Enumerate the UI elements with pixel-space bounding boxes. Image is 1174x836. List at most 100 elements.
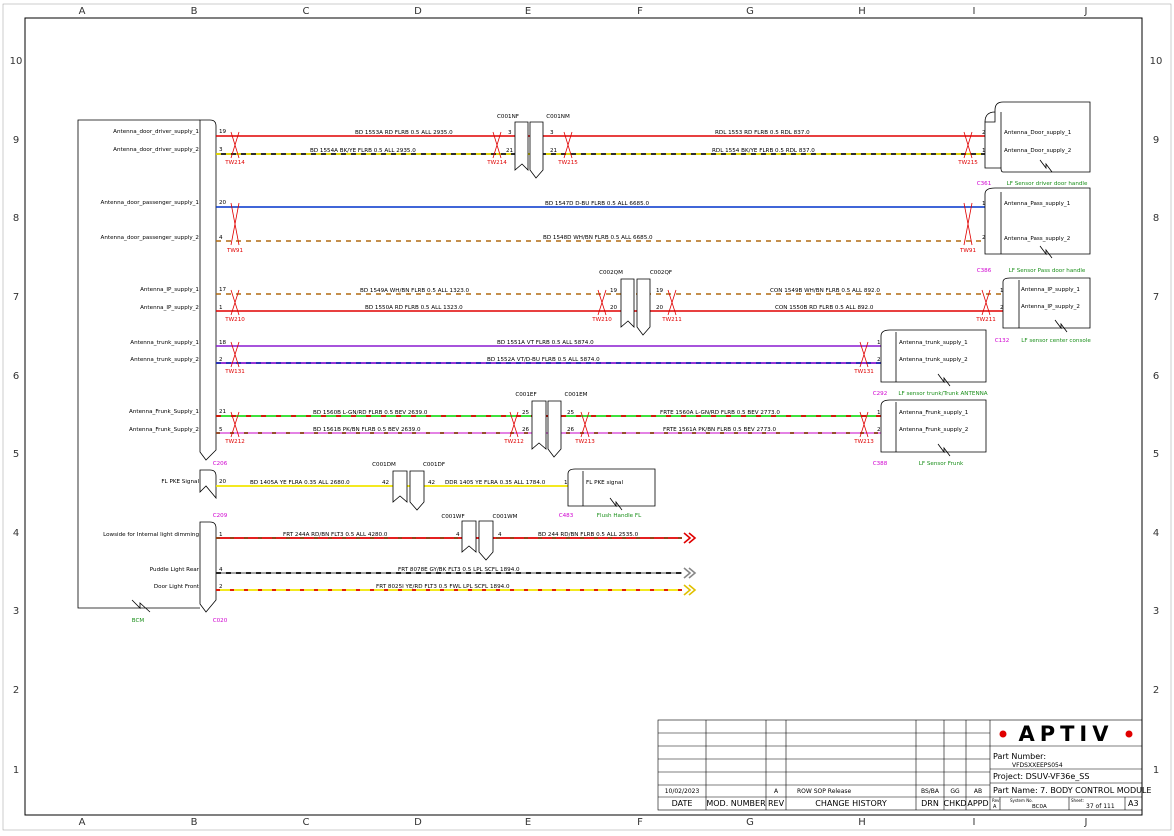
- bcm-signal-label: Antenna_Frunk_Supply_2: [129, 427, 199, 433]
- logo-dot-icon: [1125, 730, 1133, 738]
- wire-label: BD 1560B L-GN/RD FLRB 0.5 BEV 2639.0: [313, 410, 428, 416]
- pin-number: 1: [1000, 288, 1004, 294]
- rev-label: Rev:: [992, 798, 1001, 803]
- pin-number: 4: [219, 567, 223, 573]
- connector-label: C386: [977, 268, 992, 274]
- wire-label: RDL 1554 BK/YE FLRB 0.5 RDL 837.0: [712, 148, 815, 154]
- wire-ip-supply-1[interactable]: BD 1549A WH/BN FLRB 0.5 ALL 1323.0 CON 1…: [216, 288, 1004, 295]
- col-label: B: [191, 6, 198, 17]
- bcm-label: BCM: [132, 618, 145, 624]
- system-no-label: System No.: [1010, 798, 1033, 803]
- wire-driver-supply-1[interactable]: BD 1553A RD FLRB 0.5 ALL 2935.0 RDL 1553…: [216, 130, 986, 137]
- connector-label: C361: [977, 181, 992, 187]
- sheet-border: [24, 17, 1143, 816]
- history-date: 10/02/2023: [665, 788, 700, 795]
- component-frunk-sensor[interactable]: Antenna_Frunk_supply_1 Antenna_Frunk_sup…: [873, 399, 987, 467]
- inline-connector-c001n[interactable]: [514, 121, 544, 179]
- row-label: 4: [13, 528, 19, 539]
- inline-connector-c001d[interactable]: [392, 470, 425, 511]
- wire-lowside-dimming[interactable]: FRT 244A RD/BN FLT3 0.5 ALL 4280.0 BD 24…: [216, 532, 697, 544]
- pin-number: 1: [219, 532, 223, 538]
- break-mark: [937, 373, 951, 387]
- bcm-module[interactable]: BCM C206 C209 C020 Antenna_door_driver_s…: [77, 119, 228, 624]
- bcm-signal-label: Puddle Light Rear: [150, 567, 200, 573]
- history-header: REV: [768, 799, 785, 808]
- component-flush-handle[interactable]: FL PKE signal C483 Flush Handle FL: [559, 468, 656, 519]
- rev-value: A: [993, 804, 997, 810]
- twist-label: TW91: [226, 248, 244, 254]
- bcm-signal-label: Door Light Front: [154, 584, 200, 590]
- wire-puddle-light-rear[interactable]: FRT 8078E GY/BK FLT3 0.5 LPL SCFL 1894.0: [216, 567, 697, 579]
- col-label: H: [858, 6, 866, 17]
- sheet-label: Sheet:: [1071, 798, 1084, 803]
- bcm-signal-label: Antenna_door_driver_supply_2: [113, 147, 199, 153]
- row-label: 7: [13, 292, 19, 303]
- twist-marker-icon: [492, 131, 502, 159]
- inline-connector-c001e[interactable]: [531, 400, 562, 458]
- col-label: I: [973, 6, 976, 17]
- wire-passenger-supply-2[interactable]: BD 1548D WH/BN FLRB 0.5 ALL 6685.0 2: [216, 235, 986, 242]
- pin-number: 25: [567, 410, 575, 416]
- inline-connector-c001w[interactable]: [461, 520, 494, 561]
- twist-markers: [230, 131, 991, 438]
- twist-label: TW210: [224, 317, 245, 323]
- bcm-box: [77, 119, 200, 609]
- inline-connector-label: C001EF: [515, 392, 536, 398]
- wire-door-light-front[interactable]: FRT 8025I YE/RD FLT3 0.5 FWL LPL SCFL 18…: [216, 584, 697, 596]
- bcm-signal-label: Antenna_door_passenger_supply_1: [101, 200, 200, 206]
- component-box: [880, 399, 987, 453]
- wire-label: BD 1553A RD FLRB 0.5 ALL 2935.0: [355, 130, 453, 136]
- connector-label: C020: [213, 618, 228, 624]
- wire-label: BD 244 RD/BN FLRB 0.5 ALL 2535.0: [538, 532, 639, 538]
- off-page-arrow-icon[interactable]: [683, 584, 697, 596]
- twist-marker-icon: [597, 289, 607, 316]
- pin-number: 5: [219, 427, 223, 433]
- twist-label: TW212: [503, 439, 524, 445]
- history-chkd: GG: [950, 788, 960, 795]
- twist-label: TW211: [661, 317, 682, 323]
- col-label: B: [191, 817, 198, 828]
- inline-connector-c002q[interactable]: [620, 278, 651, 336]
- row-label: 1: [13, 765, 19, 776]
- wire-driver-supply-2[interactable]: BD 1554A BK/YE FLRB 0.5 ALL 2935.0 RDL 1…: [216, 148, 986, 155]
- off-page-arrow-icon[interactable]: [683, 532, 697, 544]
- inline-connector-half: [461, 520, 477, 553]
- inline-connector-half: [514, 121, 529, 171]
- inline-connector-label: C001EM: [565, 392, 588, 398]
- wire-ip-supply-2[interactable]: BD 1550A RD FLRB 0.5 ALL 1323.0 CON 1550…: [216, 305, 1004, 312]
- component-name: LF Sensor Pass door handle: [1009, 268, 1086, 274]
- component-center-console[interactable]: Antenna_IP_supply_1 Antenna_IP_supply_2 …: [995, 277, 1092, 344]
- component-driver-door-handle[interactable]: Antenna_Door_supply_1 Antenna_Door_suppl…: [977, 101, 1091, 187]
- wire-label: BD 1554A BK/YE FLRB 0.5 ALL 2935.0: [310, 148, 416, 154]
- twist-label: TW211: [975, 317, 996, 323]
- wire-trunk-supply-2[interactable]: BD 1552A VT/D-BU FLRB 0.5 ALL 5874.0 2: [216, 357, 881, 364]
- wire-trunk-supply-1[interactable]: BD 1551A VT FLRB 0.5 ALL 5874.0 1: [216, 340, 881, 347]
- wire-label: RDL 1553 RD FLRB 0.5 RDL 837.0: [715, 130, 810, 136]
- wire-label: BD 1547D D-BU FLRB 0.5 ALL 6685.0: [545, 201, 649, 207]
- pin-number: 20: [656, 305, 664, 311]
- twist-marker-icon: [509, 411, 519, 438]
- component-trunk-antenna[interactable]: Antenna_trunk_supply_1 Antenna_trunk_sup…: [873, 329, 988, 397]
- twist-label: TW91: [959, 248, 977, 254]
- col-label: J: [1084, 6, 1088, 17]
- twist-marker-icon: [963, 202, 973, 246]
- sheet-outer-border: [2, 3, 1172, 831]
- component-pin-label: Antenna_Frunk_supply_1: [899, 410, 969, 416]
- row-label: 5: [13, 449, 19, 460]
- history-rev: A: [774, 788, 779, 795]
- column-labels-top: A B C D E F G H I J: [79, 6, 1088, 17]
- off-page-arrow-icon[interactable]: [683, 567, 697, 579]
- component-pin-label: Antenna_Frunk_supply_2: [899, 427, 968, 433]
- bcm-connector-c209: [199, 469, 217, 500]
- wire-passenger-supply-1[interactable]: BD 1547D D-BU FLRB 0.5 ALL 6685.0 1: [216, 201, 986, 208]
- wire-label: DDR 1405 YE FLRA 0.35 ALL 1784.0: [445, 480, 546, 486]
- wire-fl-pke-signal[interactable]: BD 1405A YE FLRA 0.35 ALL 2680.0 DDR 140…: [216, 480, 568, 487]
- col-label: D: [414, 817, 422, 828]
- twist-label: TW210: [591, 317, 612, 323]
- component-name: LF sensor center console: [1021, 338, 1091, 344]
- row-labels-right: 10 9 8 7 6 5 4 3 2 1: [1150, 56, 1163, 776]
- component-pass-door-handle[interactable]: Antenna_Pass_supply_1 Antenna_Pass_suppl…: [977, 187, 1091, 274]
- bcm-connector-c020: [199, 521, 217, 613]
- inline-connector-label: C001NF: [497, 114, 519, 120]
- component-pin-label: Antenna_IP_supply_1: [1021, 287, 1080, 293]
